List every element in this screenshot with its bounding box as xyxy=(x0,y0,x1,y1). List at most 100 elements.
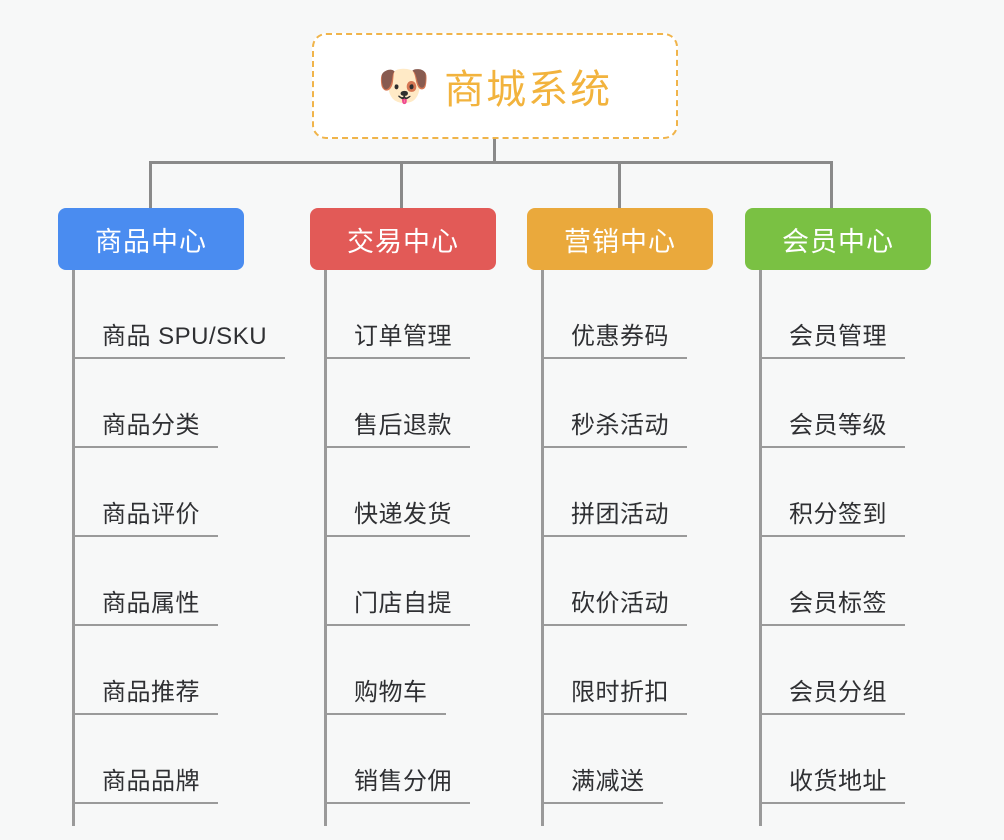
connector-root-stem xyxy=(493,139,496,163)
leaf-item[interactable]: 商品分类 xyxy=(58,359,244,448)
leaf-underline: 会员管理 xyxy=(759,316,905,359)
leaf-underline: 砍价活动 xyxy=(541,583,687,626)
leaf-item[interactable]: 商品 SPU/SKU xyxy=(58,270,286,359)
leaf-item[interactable]: 收货地址 xyxy=(745,715,931,804)
leaf-underline: 商品 SPU/SKU xyxy=(72,316,286,359)
leaf-item[interactable]: 商品品牌 xyxy=(58,715,244,804)
leaf-underline: 优惠券码 xyxy=(541,316,687,359)
leaf-item[interactable]: 商品评价 xyxy=(58,448,244,537)
leaf-underline: 会员标签 xyxy=(759,583,905,626)
leaf-item[interactable]: 门店自提 xyxy=(310,537,496,626)
leaf-label: 商品推荐 xyxy=(102,679,200,706)
leaf-label: 快递发货 xyxy=(354,501,452,528)
leaf-label: 售后退款 xyxy=(354,412,452,439)
branch-column-2: 交易中心 订单管理 售后退款 快递发货 门店自提 购物车 销售分佣 xyxy=(310,208,496,826)
leaf-label: 门店自提 xyxy=(354,590,452,617)
root-node[interactable]: 🐶 商城系统 xyxy=(312,33,678,139)
leaf-item[interactable]: 会员管理 xyxy=(745,270,931,359)
leaf-item[interactable]: 售后退款 xyxy=(310,359,496,448)
leaf-underline: 商品分类 xyxy=(72,405,218,448)
leaf-underline: 订单管理 xyxy=(324,316,470,359)
leaf-item[interactable]: 拼团活动 xyxy=(527,448,713,537)
leaf-list-4: 会员管理 会员等级 积分签到 会员标签 会员分组 收货地址 xyxy=(745,270,931,804)
leaf-underline: 商品品牌 xyxy=(72,761,218,804)
leaf-item[interactable]: 购物车 xyxy=(310,626,496,715)
connector-drop-3 xyxy=(618,161,621,208)
leaf-label: 会员标签 xyxy=(789,590,887,617)
leaf-label: 会员管理 xyxy=(789,323,887,350)
leaf-underline: 售后退款 xyxy=(324,405,470,448)
branch-header-3[interactable]: 营销中心 xyxy=(527,208,713,270)
leaf-item[interactable]: 销售分佣 xyxy=(310,715,496,804)
branch-column-4: 会员中心 会员管理 会员等级 积分签到 会员标签 会员分组 收货地址 xyxy=(745,208,931,826)
leaf-underline: 商品评价 xyxy=(72,494,218,537)
leaf-label: 商品属性 xyxy=(102,590,200,617)
leaf-label: 购物车 xyxy=(354,679,428,706)
branch-column-1: 商品中心 商品 SPU/SKU 商品分类 商品评价 商品属性 商品推荐 商品品牌 xyxy=(58,208,286,826)
shiba-dog-face-icon: 🐶 xyxy=(377,62,431,109)
branch-header-label: 营销中心 xyxy=(564,226,676,257)
branch-column-3: 营销中心 优惠券码 秒杀活动 拼团活动 砍价活动 限时折扣 满减送 xyxy=(527,208,713,826)
leaf-label: 商品评价 xyxy=(102,501,200,528)
leaf-underline: 满减送 xyxy=(541,761,663,804)
branch-header-1[interactable]: 商品中心 xyxy=(58,208,244,270)
leaf-underline: 收货地址 xyxy=(759,761,905,804)
leaf-underline: 限时折扣 xyxy=(541,672,687,715)
branch-header-label: 交易中心 xyxy=(347,226,459,257)
leaf-item[interactable]: 秒杀活动 xyxy=(527,359,713,448)
branch-header-label: 商品中心 xyxy=(95,226,207,257)
branch-header-2[interactable]: 交易中心 xyxy=(310,208,496,270)
leaf-label: 限时折扣 xyxy=(571,679,669,706)
leaf-item[interactable]: 会员分组 xyxy=(745,626,931,715)
connector-drop-2 xyxy=(400,161,403,208)
branch-header-4[interactable]: 会员中心 xyxy=(745,208,931,270)
leaf-item[interactable]: 砍价活动 xyxy=(527,537,713,626)
leaf-underline: 会员等级 xyxy=(759,405,905,448)
leaf-item[interactable]: 会员等级 xyxy=(745,359,931,448)
branch-spine-2 xyxy=(324,270,327,826)
leaf-label: 商品分类 xyxy=(102,412,200,439)
leaf-item[interactable]: 满减送 xyxy=(527,715,713,804)
connector-drop-4 xyxy=(830,161,833,208)
branch-header-label: 会员中心 xyxy=(782,226,894,257)
leaf-label: 商品 SPU/SKU xyxy=(102,323,268,350)
leaf-item[interactable]: 快递发货 xyxy=(310,448,496,537)
leaf-item[interactable]: 会员标签 xyxy=(745,537,931,626)
branch-spine-1 xyxy=(72,270,75,826)
leaf-underline: 商品属性 xyxy=(72,583,218,626)
leaf-underline: 积分签到 xyxy=(759,494,905,537)
leaf-label: 砍价活动 xyxy=(571,590,669,617)
leaf-list-2: 订单管理 售后退款 快递发货 门店自提 购物车 销售分佣 xyxy=(310,270,496,804)
leaf-item[interactable]: 限时折扣 xyxy=(527,626,713,715)
leaf-label: 会员分组 xyxy=(789,679,887,706)
leaf-label: 销售分佣 xyxy=(354,768,452,795)
connector-drop-1 xyxy=(149,161,152,208)
leaf-label: 会员等级 xyxy=(789,412,887,439)
root-title: 商城系统 xyxy=(444,68,613,112)
leaf-item[interactable]: 积分签到 xyxy=(745,448,931,537)
leaf-list-3: 优惠券码 秒杀活动 拼团活动 砍价活动 限时折扣 满减送 xyxy=(527,270,713,804)
leaf-label: 收货地址 xyxy=(789,768,887,795)
leaf-label: 优惠券码 xyxy=(571,323,669,350)
leaf-underline: 秒杀活动 xyxy=(541,405,687,448)
leaf-label: 拼团活动 xyxy=(571,501,669,528)
leaf-underline: 销售分佣 xyxy=(324,761,470,804)
leaf-underline: 商品推荐 xyxy=(72,672,218,715)
leaf-label: 积分签到 xyxy=(789,501,887,528)
leaf-label: 订单管理 xyxy=(354,323,452,350)
leaf-item[interactable]: 商品属性 xyxy=(58,537,244,626)
leaf-item[interactable]: 订单管理 xyxy=(310,270,496,359)
branch-spine-3 xyxy=(541,270,544,826)
leaf-underline: 快递发货 xyxy=(324,494,470,537)
leaf-underline: 购物车 xyxy=(324,672,446,715)
leaf-label: 满减送 xyxy=(571,768,645,795)
leaf-underline: 拼团活动 xyxy=(541,494,687,537)
leaf-underline: 会员分组 xyxy=(759,672,905,715)
leaf-item[interactable]: 商品推荐 xyxy=(58,626,244,715)
branch-spine-4 xyxy=(759,270,762,826)
leaf-underline: 门店自提 xyxy=(324,583,470,626)
leaf-list-1: 商品 SPU/SKU 商品分类 商品评价 商品属性 商品推荐 商品品牌 xyxy=(58,270,286,804)
connector-horizontal-bus xyxy=(149,161,833,164)
leaf-item[interactable]: 优惠券码 xyxy=(527,270,713,359)
leaf-label: 秒杀活动 xyxy=(571,412,669,439)
